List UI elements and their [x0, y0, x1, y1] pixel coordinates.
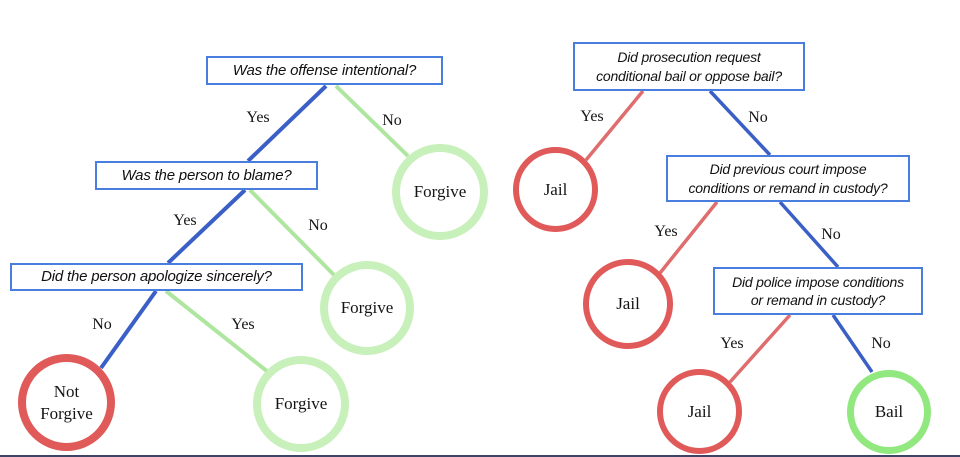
left-q1-no-label: No: [382, 112, 402, 129]
left-q2-no-label: No: [308, 217, 328, 234]
edge-right-q2-no: [778, 200, 840, 269]
edge-right-q3-no: [831, 314, 874, 373]
edge-right-q1-yes: [584, 89, 645, 162]
edge-left-q3-yes: [164, 289, 270, 374]
left-q3-yes-label: Yes: [231, 316, 255, 333]
right-question-3: Did police impose conditions or remand i…: [713, 267, 923, 315]
left-question-3: Did the person apologize sincerely?: [10, 263, 303, 291]
edge-left-q2-no: [248, 188, 338, 279]
leaf-jail-1: Jail: [513, 147, 598, 232]
bottom-frame-line: [0, 455, 960, 457]
leaf-forgive-bottom: Forgive: [253, 356, 349, 452]
edge-left-q1-no: [334, 84, 410, 158]
edge-left-q2-yes: [166, 188, 247, 265]
right-q3-yes-label: Yes: [720, 335, 744, 352]
right-question-1: Did prosecution request conditional bail…: [573, 42, 805, 91]
edge-left-q1-yes: [246, 84, 328, 163]
left-question-2: Was the person to blame?: [95, 161, 318, 190]
right-q2-yes-label: Yes: [654, 223, 678, 240]
left-question-1: Was the offense intentional?: [206, 56, 443, 85]
leaf-jail-3: Jail: [657, 369, 742, 454]
left-q1-yes-label: Yes: [246, 109, 270, 126]
leaf-jail-2: Jail: [583, 259, 673, 349]
leaf-not-forgive: Not Forgive: [18, 354, 115, 451]
edge-left-q3-no: [99, 289, 158, 370]
right-q2-no-label: No: [821, 226, 841, 243]
edge-right-q1-no: [708, 89, 772, 157]
left-q2-yes-label: Yes: [173, 212, 197, 229]
leaf-forgive-top: Forgive: [392, 144, 488, 240]
edge-right-q2-yes: [658, 200, 719, 275]
right-q3-no-label: No: [871, 335, 891, 352]
right-q1-yes-label: Yes: [580, 108, 604, 125]
right-question-2: Did previous court impose conditions or …: [666, 155, 910, 202]
right-q1-no-label: No: [748, 109, 768, 126]
left-q3-no-label: No: [92, 316, 112, 333]
edge-right-q3-yes: [728, 313, 792, 384]
leaf-bail: Bail: [847, 370, 931, 454]
leaf-forgive-mid: Forgive: [320, 261, 414, 355]
